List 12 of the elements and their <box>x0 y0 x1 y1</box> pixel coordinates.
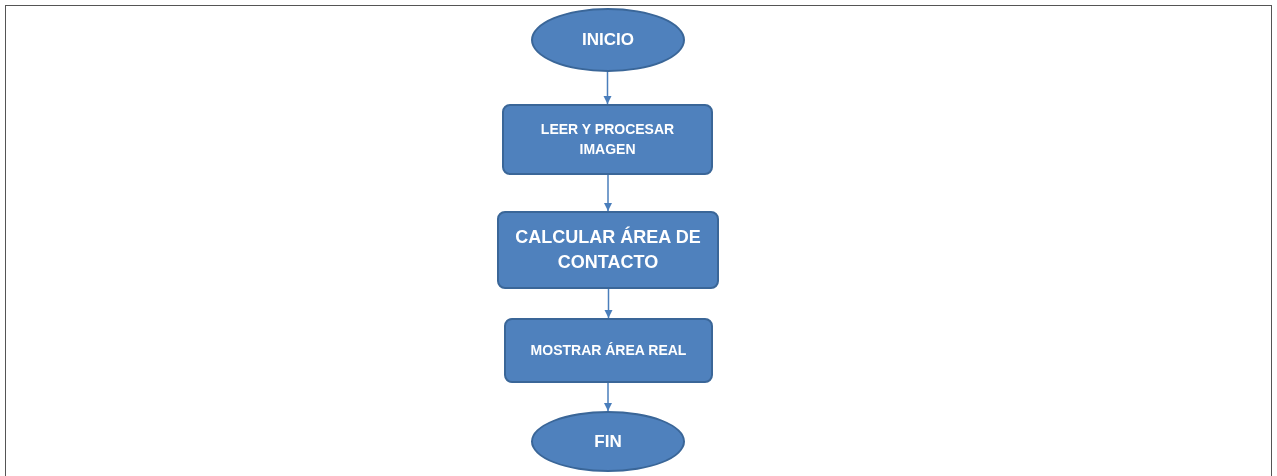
node-label: CALCULAR ÁREA DE CONTACTO <box>514 225 702 274</box>
arrow <box>603 71 612 105</box>
node-label: INICIO <box>582 29 634 52</box>
arrow <box>604 382 612 412</box>
node-label: LEER Y PROCESAR IMAGEN <box>539 120 676 159</box>
node-label: FIN <box>594 430 622 453</box>
arrow <box>604 174 612 212</box>
node-label: MOSTRAR ÁREA REAL <box>530 340 687 360</box>
arrow <box>604 288 613 319</box>
process-box <box>497 211 719 289</box>
process-box <box>504 318 713 383</box>
process-box <box>502 104 713 175</box>
